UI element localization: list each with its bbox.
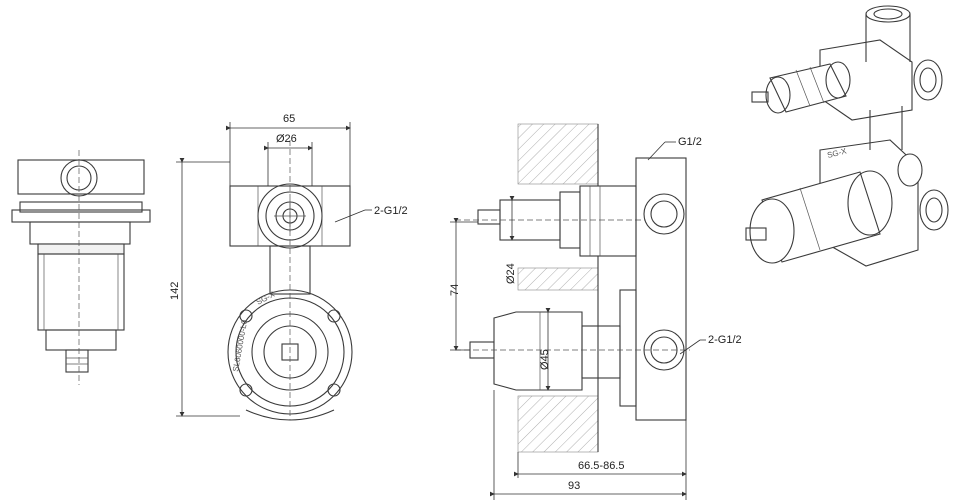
thread-label-lower: 2-G1/2: [708, 334, 742, 346]
dim-65-label: 65: [283, 113, 295, 125]
front-view: SG-X SL6060000-L0 65 Ø26 2-G1/2 142: [169, 113, 408, 421]
dim-dia26-label: Ø26: [276, 133, 297, 145]
section-view: G1/2 74 Ø24 Ø45 2-G1/2 66.5-86.5 93: [449, 123, 742, 500]
isometric-view: SG-X: [745, 5, 949, 267]
thread-label-right: 2-G1/2: [374, 205, 408, 217]
dim-dia24-label: Ø24: [505, 263, 517, 284]
dim-142-label: 142: [169, 282, 181, 300]
thread-label-top: G1/2: [678, 136, 702, 148]
dim-74-label: 74: [449, 284, 461, 296]
dim-93-label: 93: [568, 480, 580, 492]
side-view: [11, 150, 151, 385]
dim-dia45-label: Ø45: [539, 349, 551, 370]
dim-range-label: 66.5-86.5: [578, 460, 624, 472]
